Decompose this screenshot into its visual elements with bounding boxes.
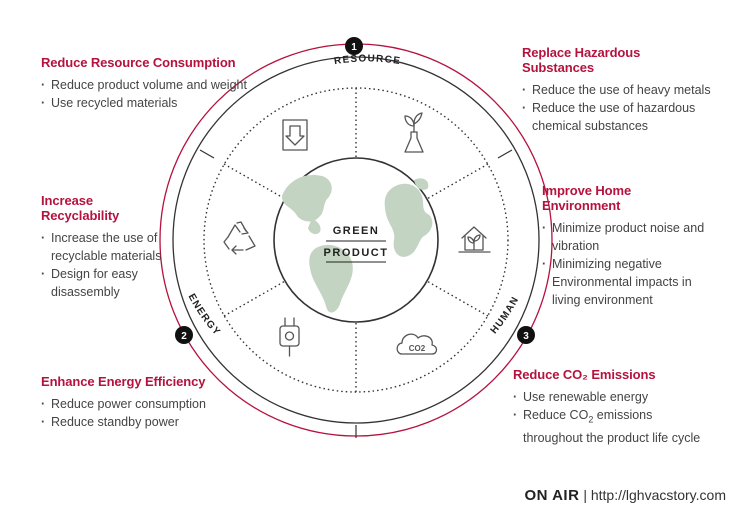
flask-plant-icon [404,112,424,153]
list-item: Increase the use of recyclable materials [41,229,171,265]
list-item: Use renewable energy [513,388,713,406]
badge-1: 1 [345,37,363,55]
item-subscript: 2 [588,414,594,425]
footer: ON AIR | http://lghvacstory.com [524,487,726,504]
block-title: Increase Recyclability [41,193,120,223]
globe-land [282,174,433,313]
svg-text:2: 2 [181,331,187,342]
block-title: Reduce CO₂ Emissions [513,367,656,382]
footer-separator: | [583,487,587,503]
cloud-co2-icon [396,333,438,355]
svg-text:1: 1 [351,42,357,53]
list-item: Minimize product noise and vibration [542,219,712,255]
center-line1: GREEN [333,225,380,237]
dotted-spokes [223,88,489,392]
ring-tick [497,149,513,159]
block-title: Reduce Resource Consumption [41,55,236,70]
block-replace-hazardous: Replace Hazardous Substances Reduce the … [522,45,712,135]
list-item: Design for easy disassembly [41,265,171,301]
download-box-icon [282,119,308,151]
middle-ring [172,56,540,424]
recycle-icon [223,221,256,255]
badge-3: 3 [517,326,535,344]
plug-icon [279,317,300,357]
svg-text:3: 3 [523,331,529,342]
item-text: emissions throughout the product life cy… [523,408,701,445]
ring-label-human: HUMAN [489,294,522,336]
block-title: Enhance Energy Efficiency [41,374,206,389]
list-item: Use recycled materials [41,94,247,112]
block-increase-recyclability: Increase Recyclability Increase the use … [41,193,171,301]
badge-2: 2 [175,326,193,344]
list-item: Minimizing negative Environmental impact… [542,255,712,309]
list-item: Reduce product volume and weight [41,76,247,94]
block-reduce-resource: Reduce Resource Consumption Reduce produ… [41,55,247,112]
block-reduce-co2: Reduce CO₂ Emissions Use renewable energ… [513,367,713,447]
ring-tick [199,149,215,159]
co2-label: CO2 [409,344,426,353]
item-text: Reduce CO [523,408,589,422]
block-title: Replace Hazardous Substances [522,45,641,75]
block-title: Improve Home Environment [542,183,632,213]
list-item: Reduce the use of hazardous chemical sub… [522,99,712,135]
block-energy-efficiency: Enhance Energy Efficiency Reduce power c… [41,374,206,431]
footer-url[interactable]: http://lghvacstory.com [590,487,726,503]
list-item: Reduce standby power [41,413,206,431]
list-item: Reduce power consumption [41,395,206,413]
list-item: Reduce the use of heavy metals [522,81,712,99]
block-improve-home: Improve Home Environment Minimize produc… [542,183,712,309]
center-line2: PRODUCT [324,247,389,259]
house-plant-icon [458,226,491,253]
ring-label-resource: RESOURCE [333,53,401,67]
list-item: Reduce CO2 emissions throughout the prod… [513,406,713,447]
brand-logo: ON AIR [524,487,580,504]
